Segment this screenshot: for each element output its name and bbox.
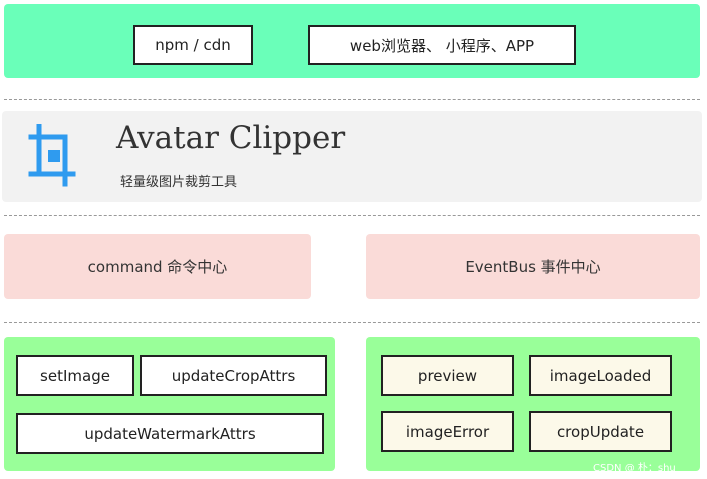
page-subtitle: 轻量级图片裁剪工具 [120, 175, 238, 190]
eventbus-center: EventBus 事件中心 [366, 234, 700, 299]
event-crop-update: cropUpdate [529, 411, 672, 452]
platforms-box: web浏览器、 小程序、APP [308, 25, 576, 65]
command-update-watermark-attrs: updateWatermarkAttrs [16, 413, 324, 454]
divider-3 [4, 322, 700, 323]
event-preview: preview [381, 355, 514, 396]
npm-cdn-box: npm / cdn [133, 25, 253, 65]
command-set-image: setImage [16, 355, 134, 396]
event-image-error: imageError [381, 411, 514, 452]
divider-2 [4, 215, 700, 216]
command-update-crop-attrs: updateCropAttrs [140, 355, 327, 396]
crop-icon [28, 124, 76, 187]
divider-1 [4, 99, 700, 100]
page-title: Avatar Clipper [116, 120, 346, 156]
header-panel [2, 111, 702, 202]
csdn-watermark: CSDN @ 朴：shu [593, 463, 676, 474]
command-center: command 命令中心 [4, 234, 311, 299]
event-image-loaded: imageLoaded [529, 355, 672, 396]
